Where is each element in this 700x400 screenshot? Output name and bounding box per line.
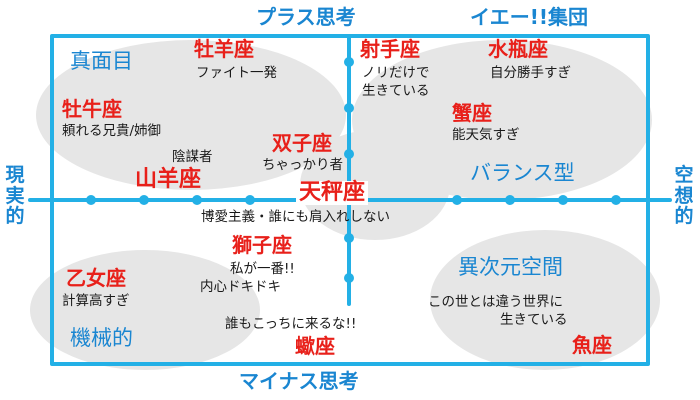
axis-label-top: プラス思考 [252, 6, 360, 28]
sign-pisces: 魚座 [572, 333, 612, 357]
blob-top-left [36, 40, 346, 190]
sign-capricorn: 山羊座 [135, 167, 202, 192]
axis-dot [139, 195, 149, 205]
category-bottom-left: 機械的 [70, 326, 133, 350]
axis-dot [344, 57, 354, 67]
desc-aquarius: 自分勝手すぎ [490, 65, 571, 81]
desc-gemini: ちゃっかり者 [262, 157, 343, 173]
axis-dot [86, 195, 96, 205]
sign-leo: 獅子座 [232, 233, 292, 257]
axis-label-bottom: マイナス思考 [235, 370, 363, 392]
axis-dot [558, 195, 568, 205]
blob-bottom-left [30, 250, 260, 370]
axis-dot [344, 103, 354, 113]
sign-libra: 天秤座 [296, 180, 369, 206]
group-label: イエー!!集団 [466, 6, 593, 28]
sign-gemini: 双子座 [272, 131, 332, 155]
desc-virgo: 計算高すぎ [62, 293, 130, 309]
category-top-left: 真面目 [70, 49, 133, 73]
sign-sagittarius: 射手座 [360, 37, 420, 61]
desc-scorpio: 誰もこっちに来るな!! [225, 316, 357, 332]
desc-cancer: 能天気すぎ [452, 127, 520, 143]
desc-aries: ファイト一発 [196, 65, 277, 81]
axis-dot [611, 195, 621, 205]
desc-leo-2: 内心ドキドキ [200, 279, 281, 295]
axis-dot [192, 195, 202, 205]
category-bottom-right: 異次元空間 [458, 255, 563, 279]
desc-sagittarius-2: 生きている [362, 83, 430, 99]
axis-dot [344, 233, 354, 243]
sign-scorpio: 蠍座 [295, 334, 335, 358]
desc-taurus: 頼れる兄貴/姉御 [62, 123, 162, 139]
axis-label-right: 空 想 的 [672, 165, 696, 227]
desc-capricorn: 陰謀者 [172, 149, 213, 165]
axis-dot [344, 149, 354, 159]
blob-bottom-right [430, 230, 660, 370]
axis-dot [245, 195, 255, 205]
axis-label-left: 現 実 的 [3, 165, 27, 227]
axis-dot [505, 195, 515, 205]
axis-dot [452, 195, 462, 205]
sign-aries: 牡羊座 [194, 37, 254, 61]
sign-cancer: 蟹座 [452, 101, 492, 125]
axis-dot [344, 273, 354, 283]
category-right-middle: バランス型 [470, 161, 575, 185]
sign-virgo: 乙女座 [66, 266, 126, 290]
sign-aquarius: 水瓶座 [488, 37, 548, 61]
desc-pisces-1: この世とは違う世界に [428, 294, 563, 310]
sign-taurus: 牡牛座 [62, 97, 122, 121]
desc-libra: 博愛主義・誰にも肩入れしない [201, 209, 390, 225]
vertical-axis-line [347, 36, 351, 306]
desc-leo-1: 私が一番!! [230, 261, 295, 277]
desc-sagittarius-1: ノリだけで [362, 65, 430, 81]
desc-pisces-2: 生きている [500, 312, 568, 328]
